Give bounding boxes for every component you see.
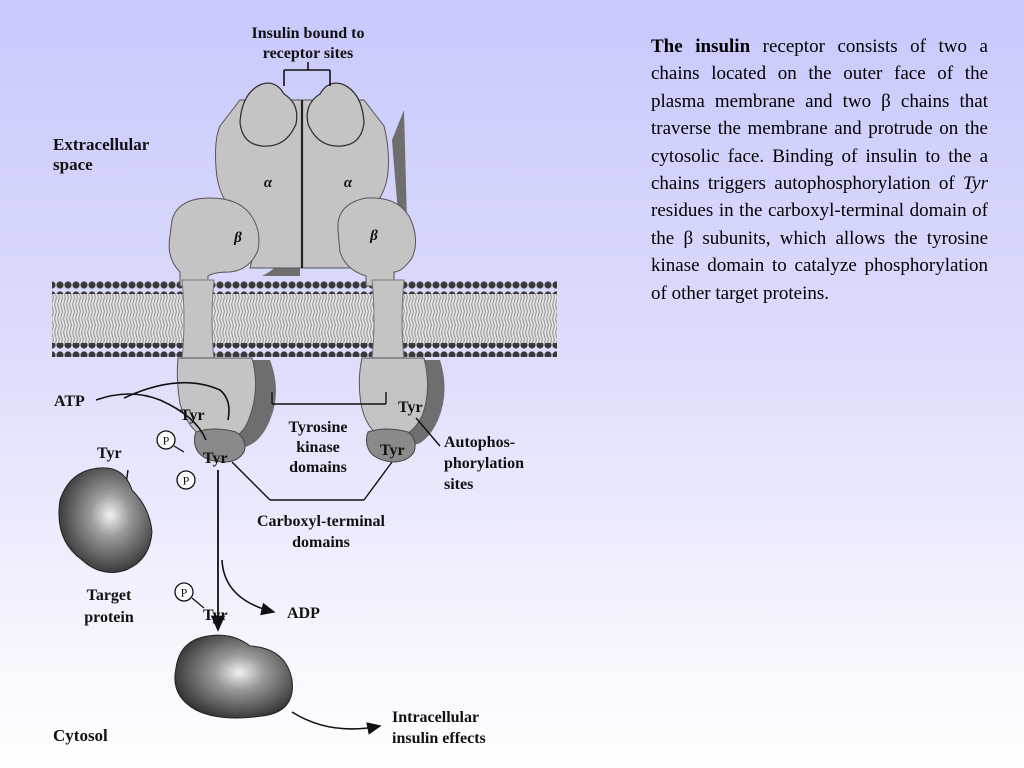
description-part1: receptor consists of two a chains locate… (651, 36, 988, 195)
intracellular-label-line2: insulin effects (392, 730, 486, 747)
tyrosine-kinase-label-line3: domains (289, 459, 347, 476)
receptor-left-subunit (168, 82, 303, 463)
tyrosine-kinase-bracket (271, 392, 387, 405)
description-paragraph: The insulin receptor consists of two a c… (651, 33, 988, 307)
effects-arrow (291, 711, 382, 735)
tyr-label-lower-left: Tyr (203, 450, 228, 467)
beta-label-left: β (233, 230, 242, 246)
target-protein-label-line1: Target (87, 587, 132, 604)
description-italic: Tyr (963, 173, 988, 195)
tyr-label-target: Tyr (97, 445, 122, 462)
extracellular-label-line2: space (53, 155, 93, 174)
phosphate-label: P (183, 474, 190, 488)
alpha-label-right: α (344, 175, 353, 191)
insulin-bound-label-line1: Insulin bound to (252, 25, 365, 42)
insulin-bound-label-line2: receptor sites (263, 45, 353, 62)
tyrosine-kinase-label-line1: Tyrosine (289, 419, 348, 436)
cytosol-label: Cytosol (53, 726, 108, 745)
tyr-label-upper-right: Tyr (398, 399, 423, 416)
tyrosine-kinase-label-line2: kinase (296, 439, 340, 456)
phosphorylated-protein-blob (174, 634, 293, 719)
atp-label: ATP (54, 393, 85, 410)
autophos-label-line1: Autophos- (444, 434, 515, 451)
adp-label: ADP (287, 605, 320, 622)
phosphate-circle-2: P (176, 470, 196, 490)
target-protein-label-line2: protein (84, 609, 134, 626)
autophos-pointer-line (415, 417, 441, 447)
tyr-label-upper-left: Tyr (180, 407, 205, 424)
tyr-label-lower-right: Tyr (380, 442, 405, 459)
receptor-right-subunit (301, 82, 445, 463)
insulin-bound-bracket (283, 62, 331, 86)
description-lead: The insulin (651, 36, 751, 57)
phosphate-label: P (181, 586, 188, 600)
plasma-membrane (52, 280, 557, 357)
phosphate-circle-3: P (174, 582, 194, 602)
alpha-label-left: α (264, 175, 273, 191)
carboxyl-label-line1: Carboxyl-terminal (257, 513, 386, 530)
atp-arrow (95, 393, 207, 441)
target-protein-blob (58, 467, 153, 573)
adp-arrow (221, 559, 276, 616)
atp-arrow-top (123, 381, 230, 421)
carboxyl-label-line2: domains (292, 534, 350, 551)
extracellular-label-line1: Extracellular (53, 135, 150, 154)
phosphate-label: P (163, 434, 170, 448)
beta-label-right: β (369, 228, 378, 244)
autophos-label-line2: phorylation (444, 455, 524, 472)
phosphate-circle-1: P (156, 430, 176, 450)
tyr-label-product: Tyr (203, 607, 228, 624)
carboxyl-terminal-bracket (231, 461, 393, 501)
description-part2: residues in the carboxyl-terminal domain… (651, 200, 988, 304)
intracellular-label-line1: Intracellular (392, 709, 479, 726)
autophos-label-line3: sites (444, 476, 473, 493)
